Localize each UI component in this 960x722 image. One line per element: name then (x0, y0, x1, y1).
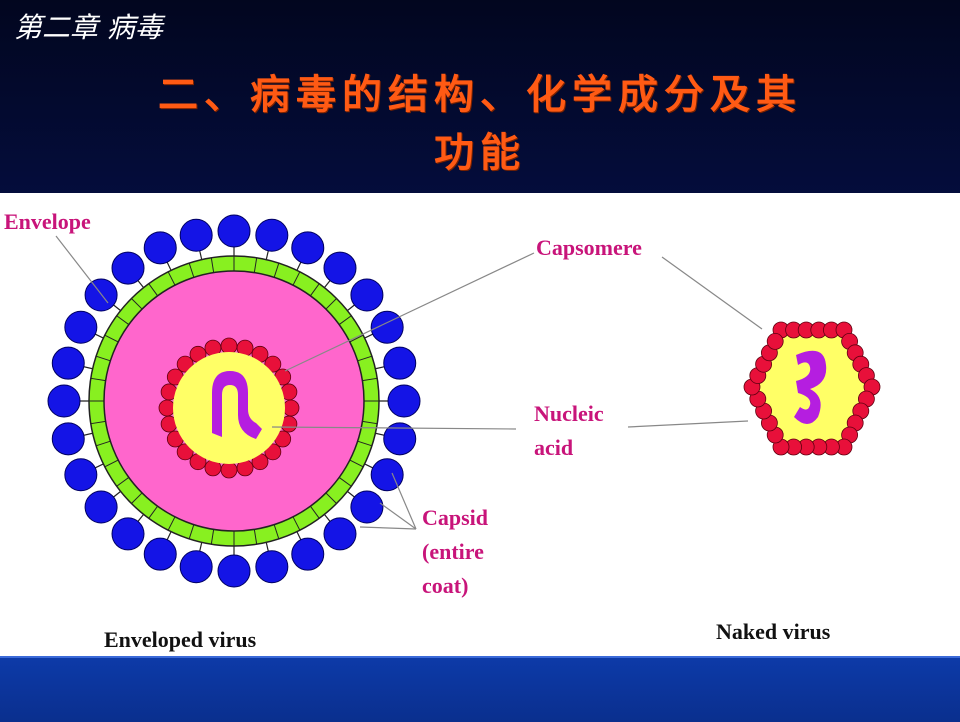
pointer-lines (55, 235, 763, 530)
envelope-tick (362, 377, 378, 382)
envelope-tick (104, 459, 119, 468)
label-enveloped-virus: Enveloped virus (104, 627, 257, 652)
envelope-tick (210, 529, 215, 545)
envelope-tick (131, 298, 143, 310)
envelope-tick (253, 257, 258, 273)
capsomere (282, 399, 300, 417)
envelope-tick (273, 262, 280, 278)
spike-knob (255, 550, 289, 584)
capsomere (264, 443, 282, 461)
spike-knob (350, 278, 384, 312)
envelope-tick (273, 524, 280, 540)
spike-knob (217, 214, 251, 248)
bottom-bar (0, 656, 960, 722)
spike-knob (51, 346, 85, 380)
envelope-tick (167, 516, 176, 531)
envelope-tick (95, 355, 111, 362)
enveloped-virus (47, 214, 421, 588)
envelope-tick (188, 524, 195, 540)
naked-core (752, 330, 872, 447)
label-nucleic: Nucleic (534, 401, 604, 426)
slide-title: 二、病毒的结构、化学成分及其 功能 (0, 66, 960, 182)
envelope-tick (310, 505, 320, 519)
envelope-tick (188, 262, 195, 278)
spike-knob (383, 422, 417, 456)
spike-knob (143, 537, 177, 571)
envelope-tick (90, 420, 106, 425)
label-coat: coat) (422, 573, 468, 598)
envelope-tick (167, 271, 176, 286)
envelope-tick (148, 505, 158, 519)
label-capsid: Capsid (422, 505, 488, 530)
spike-knob (64, 310, 98, 344)
envelope-tick (349, 459, 364, 468)
core (173, 352, 285, 464)
label-acid: acid (534, 435, 573, 460)
inner-capsomeres (158, 337, 300, 479)
capsomere (264, 355, 282, 373)
envelope-tick (210, 257, 215, 273)
capsomere (766, 332, 784, 350)
spike-knob (84, 490, 118, 524)
label-entire: (entire (422, 539, 484, 564)
envelope-tick (95, 440, 111, 447)
spike-knob (387, 384, 421, 418)
capsomere (220, 461, 238, 479)
spike-knob (217, 554, 251, 588)
title-line-1: 二、病毒的结构、化学成分及其 (158, 71, 802, 118)
spike-knob (179, 550, 213, 584)
spike-knob (291, 537, 325, 571)
capsomere (176, 355, 194, 373)
spike-knob (179, 218, 213, 252)
envelope-tick (116, 315, 130, 325)
label-capsomere: Capsomere (536, 235, 642, 260)
capsomere (158, 399, 176, 417)
envelope-tick (131, 492, 143, 504)
spike-knob (111, 517, 145, 551)
spike-knob (64, 458, 98, 492)
envelope-tick (338, 315, 352, 325)
title-line-2: 功能 (434, 129, 526, 176)
spike-knob (255, 218, 289, 252)
envelope-tick (362, 420, 378, 425)
spike-knob (350, 490, 384, 524)
spike-knob (51, 422, 85, 456)
envelope-tick (104, 334, 119, 343)
spike-knob (323, 251, 357, 285)
envelope-tick (338, 477, 352, 487)
envelope-tick (349, 334, 364, 343)
envelope-tick (90, 377, 106, 382)
envelope-tick (292, 516, 301, 531)
capsomere (220, 337, 238, 355)
spike-knob (370, 458, 404, 492)
chapter-label: 第二章 病毒 (14, 11, 163, 44)
spike-knob (291, 231, 325, 265)
virus-structure-diagram: Envelope Capsomere Nucleic acid Capsid (… (4, 209, 881, 652)
spike-knob (383, 346, 417, 380)
spike-knob (47, 384, 81, 418)
envelope-tick (116, 477, 130, 487)
envelope-spikes (47, 214, 421, 588)
spike-knob (111, 251, 145, 285)
spike-knob (323, 517, 357, 551)
diagram-panel: Envelope Capsomere Nucleic acid Capsid (… (0, 193, 960, 656)
naked-capsomeres (743, 321, 881, 456)
envelope-tick (357, 355, 373, 362)
envelope-tick (292, 271, 301, 286)
label-envelope: Envelope (4, 209, 91, 234)
capsomere (176, 443, 194, 461)
envelope-tick (253, 529, 258, 545)
spike-knob (143, 231, 177, 265)
nucleic-acid-enveloped (203, 371, 262, 439)
nucleic-acid-naked (794, 350, 827, 424)
envelope-tick (325, 492, 337, 504)
envelope-tick (325, 298, 337, 310)
envelope-tick (357, 440, 373, 447)
label-naked-virus: Naked virus (716, 619, 831, 644)
naked-virus (743, 321, 881, 456)
envelope-ticks (89, 256, 379, 546)
envelope-tick (148, 283, 158, 297)
envelope-tick (310, 283, 320, 297)
